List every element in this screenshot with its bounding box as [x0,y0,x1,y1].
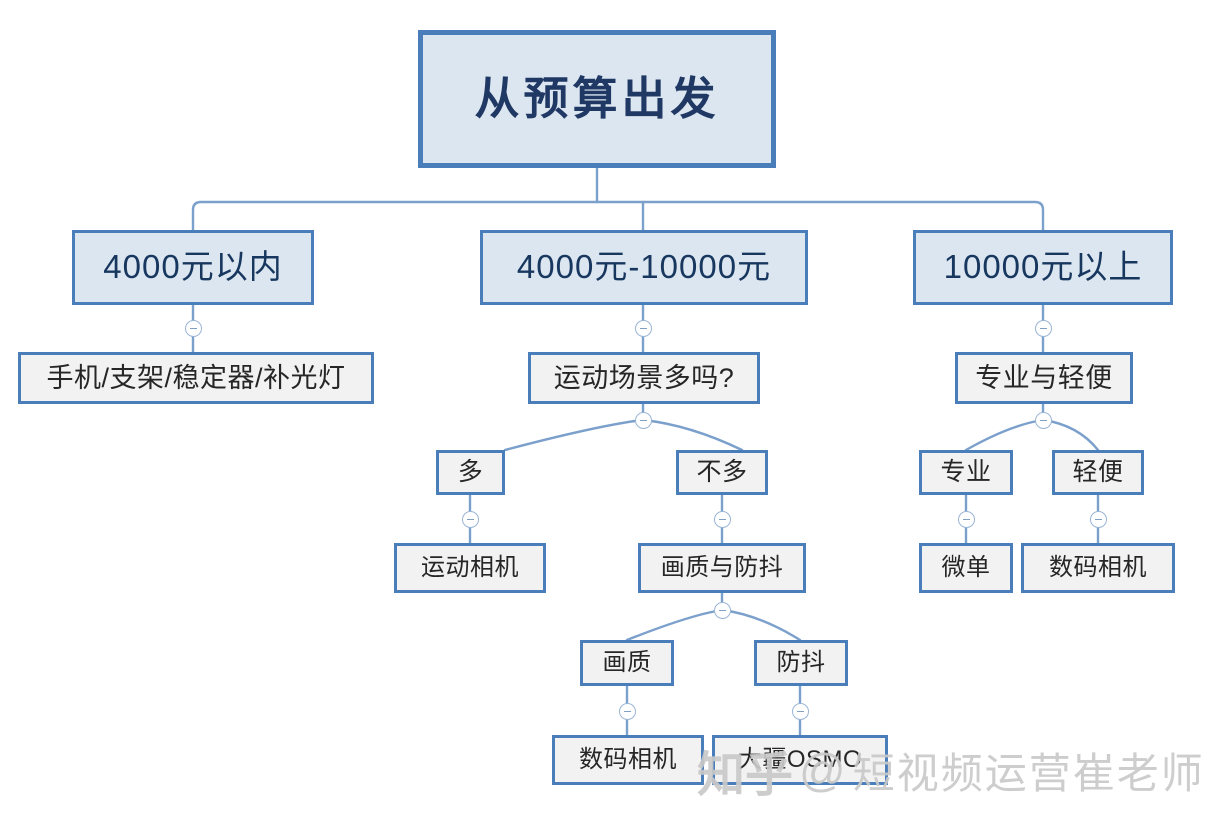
node-high-light-result[interactable]: 数码相机 [1021,543,1175,593]
node-stabilization[interactable]: 防抖 [754,640,848,686]
collapse-toggle-budget-high[interactable] [1035,320,1052,337]
node-stabilization-result[interactable]: 大疆OSMO [712,735,888,785]
node-low-gear[interactable]: 手机/支架/稳定器/补光灯 [18,352,374,404]
node-mid-question[interactable]: 运动场景多吗? [528,352,760,404]
collapse-toggle-quality[interactable] [619,703,636,720]
node-mid-no-branch[interactable]: 画质与防抖 [638,543,806,593]
collapse-toggle-mid-no-branch[interactable] [714,602,731,619]
node-high-question[interactable]: 专业与轻便 [955,352,1133,404]
node-high-pro-result[interactable]: 微单 [919,543,1013,593]
collapse-toggle-mid-yes[interactable] [462,511,479,528]
node-quality-result[interactable]: 数码相机 [552,735,704,785]
node-high-pro[interactable]: 专业 [919,450,1013,495]
node-quality[interactable]: 画质 [580,640,674,686]
node-budget-mid[interactable]: 4000元-10000元 [480,230,808,305]
collapse-toggle-high-light[interactable] [1090,511,1107,528]
node-mid-yes-result[interactable]: 运动相机 [394,543,546,593]
node-mid-no[interactable]: 不多 [676,450,768,495]
collapse-toggle-mid-no[interactable] [714,511,731,528]
collapse-toggle-budget-low[interactable] [185,320,202,337]
collapse-toggle-high-question[interactable] [1035,412,1052,429]
collapse-toggle-stabilization[interactable] [792,703,809,720]
node-root[interactable]: 从预算出发 [418,30,776,168]
node-mid-yes[interactable]: 多 [436,450,505,495]
node-budget-high[interactable]: 10000元以上 [913,230,1173,305]
watermark-handle: 短视频运营崔老师 [852,749,1205,797]
collapse-toggle-budget-mid[interactable] [635,320,652,337]
node-high-light[interactable]: 轻便 [1052,450,1144,495]
node-budget-low[interactable]: 4000元以内 [72,230,314,305]
collapse-toggle-high-pro[interactable] [958,511,975,528]
collapse-toggle-mid-question[interactable] [635,412,652,429]
